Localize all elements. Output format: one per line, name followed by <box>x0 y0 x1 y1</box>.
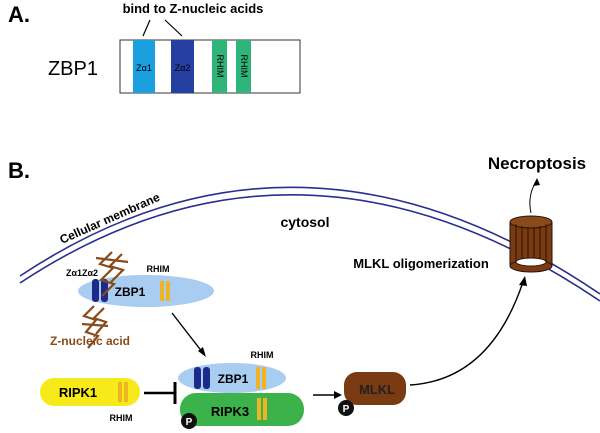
mlkl-label: MLKL <box>359 382 395 397</box>
ripk1-body <box>40 378 140 406</box>
zbp1-upper-rhim-label: RHIM <box>147 264 170 274</box>
mlkl-to-pore-arrow <box>409 281 524 386</box>
arrowhead <box>519 276 527 286</box>
ripk3-phospho-label: P <box>186 417 193 428</box>
zbp1-za-label: Zα1Zα2 <box>66 268 98 278</box>
zbp1-complex-za2 <box>203 367 210 389</box>
mlkl-body <box>344 372 406 405</box>
ripk3-phospho-badge <box>181 413 197 429</box>
zbp1-to-complex-arrow <box>171 312 204 354</box>
domain-za2 <box>171 40 194 93</box>
panel-a-label: A. <box>8 2 30 27</box>
ripk3-rhim-bar-1 <box>257 398 261 420</box>
mlkl-phospho-label: P <box>343 404 350 415</box>
zbp1-complex-label: ZBP1 <box>218 372 249 386</box>
zbp1-upper-rhim-bar-1 <box>160 281 164 301</box>
mlkl-oligomerization-label: MLKL oligomerization <box>353 256 489 271</box>
note-line-1 <box>142 19 151 37</box>
z-nucleic-acid-icon <box>81 251 129 349</box>
note-line-2 <box>164 19 183 37</box>
arrowhead <box>533 178 540 186</box>
binding-note: bind to Z-nucleic acids <box>123 1 264 16</box>
cytosol-label: cytosol <box>280 214 329 230</box>
zbp1-complex-rhim-bar-1 <box>256 367 260 389</box>
domain-za2-label: Zα2 <box>175 63 191 73</box>
ripk3-label: RIPK3 <box>211 404 249 419</box>
ripk1-rhim-bar-2 <box>124 382 128 402</box>
zbp1-complex-rhim-bar-2 <box>262 367 266 389</box>
ripk1-rhim-label: RHIM <box>110 413 133 423</box>
membrane-label: Cellular membrane <box>58 190 163 247</box>
ripk3-body <box>180 393 304 426</box>
zbp1-protein-name: ZBP1 <box>48 58 98 80</box>
mlkl-phospho-badge <box>338 400 354 416</box>
ripk1-rhim-bar-1 <box>118 382 122 402</box>
mlkl-pore-icon <box>509 215 553 273</box>
domain-rhim1-label: RHIM <box>215 55 225 78</box>
complex-rhim-label: RHIM <box>251 350 274 360</box>
ripk3-rhim-bar-2 <box>263 398 267 420</box>
arrowhead <box>198 347 206 357</box>
domain-rhim2-label: RHIM <box>239 55 249 78</box>
zbp1-upper-label: ZBP1 <box>115 285 146 299</box>
domain-rhim-2 <box>236 40 251 93</box>
zbp1-upper-rhim-bar-2 <box>166 281 170 301</box>
domain-za1-label: Zα1 <box>136 63 152 73</box>
necroptosis-label: Necroptosis <box>488 154 586 173</box>
arrowhead <box>334 391 342 399</box>
zbp1-complex-za1 <box>194 367 201 389</box>
ripk1-label: RIPK1 <box>59 385 97 400</box>
zbp1-upper-za1 <box>92 279 99 302</box>
domain-za1 <box>133 40 155 93</box>
znucleic-acid-label: Z-nucleic acid <box>50 334 130 348</box>
panel-b-label: B. <box>8 158 30 183</box>
domain-rhim-1 <box>212 40 227 93</box>
